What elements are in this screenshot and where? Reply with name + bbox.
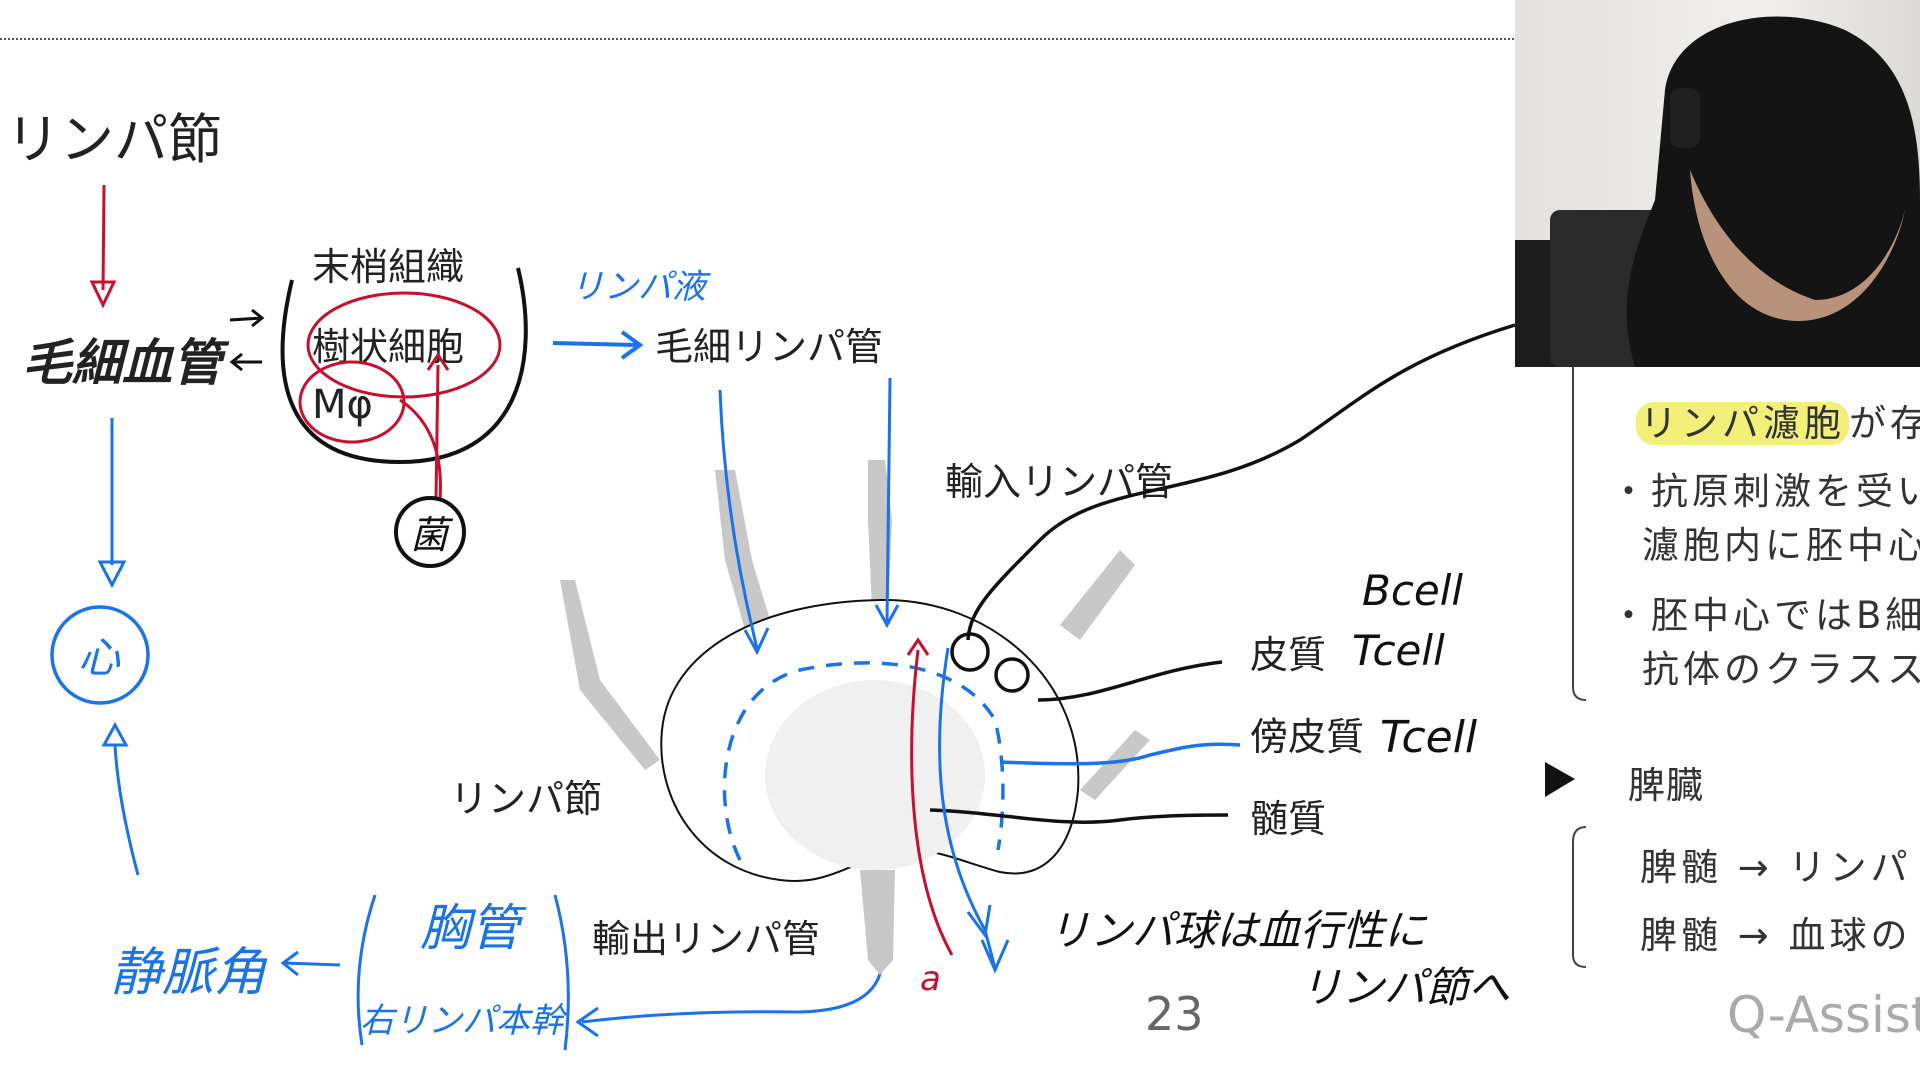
handwritten-bcell: Bcell	[1362, 566, 1463, 615]
bullet1-line2: 濾胞内に胚中心	[1642, 524, 1920, 567]
handwritten-note-line1: リンパ球は血行性に	[1048, 906, 1428, 955]
handwritten-artery-a: a	[920, 959, 941, 999]
webcam-presenter-image	[1515, 16, 1920, 367]
handwritten-bacteria: 菌	[410, 513, 454, 557]
label-efferent: 輸出リンパ管	[592, 917, 820, 961]
triangle-bullet-icon	[1545, 762, 1575, 797]
label-medulla: 髄質	[1250, 797, 1326, 841]
exchange-arrows	[229, 308, 265, 372]
handwritten-right-lymph-trunk: 右リンパ本幹	[360, 1001, 568, 1041]
blue-arrow-up	[101, 721, 140, 876]
bacteria-phagocytosis-arrow	[399, 352, 450, 501]
label-paracortex: 傍皮質	[1250, 715, 1364, 759]
handwritten-note-line2: リンパ節へ	[1300, 963, 1510, 1012]
slide-title: リンパ節	[6, 108, 222, 171]
bracket-ducts	[356, 894, 570, 1051]
webcam-overlay	[1515, 0, 1920, 367]
handwritten-lymph-fluid: リンパ液	[570, 267, 711, 307]
panel-brackets	[1545, 367, 1587, 968]
spleen-line1: 脾髄 → リンパ	[1640, 846, 1912, 889]
follicle-circle-1	[950, 632, 990, 672]
pointer-line-to-follicle	[966, 323, 1516, 641]
medulla-region	[765, 680, 985, 870]
highlight-follicle: リンパ濾胞	[1636, 402, 1849, 445]
label-macrophage: Mφ	[312, 382, 373, 428]
page-number: 23	[1145, 987, 1204, 1041]
lymphocyte-blue-arrow	[938, 647, 1010, 974]
red-arrow-down	[89, 184, 117, 309]
bullet2-line1: ・胚中心ではB細	[1610, 594, 1920, 637]
heart-circle	[50, 605, 150, 705]
label-peripheral-tissue: 末梢組織	[312, 245, 464, 289]
afferent-vessels-gray	[560, 460, 1150, 975]
label-afferent: 輸入リンパ管	[945, 460, 1173, 504]
blue-arrow-down	[97, 418, 127, 589]
afferent-flow-arrows	[718, 377, 900, 656]
arrow-left-to-venous	[280, 950, 341, 977]
handwritten-thoracic-duct: 胸管	[420, 899, 527, 957]
paracortex-pointer	[999, 742, 1241, 766]
section-spleen: 脾臓	[1628, 764, 1704, 807]
tissue-bracket	[280, 267, 528, 465]
bullet2-line2: 抗体のクラスス	[1642, 648, 1920, 691]
handwritten-blood-capillary: 毛細血管	[22, 334, 230, 392]
handwritten-heart: 心	[78, 633, 121, 682]
watermark: Q-Assist	[1727, 986, 1920, 1044]
follicle-circle-2	[994, 657, 1030, 693]
label-lymph-capillary: 毛細リンパ管	[655, 325, 883, 369]
label-node: リンパ節	[450, 777, 602, 821]
spleen-line2: 脾髄 → 血球の	[1640, 914, 1912, 957]
handwritten-tcell-paracortex: Tcell	[1380, 712, 1478, 763]
paracortex-boundary	[722, 661, 1005, 861]
line1-rest: が存	[1849, 402, 1920, 445]
label-cortex: 皮質	[1250, 633, 1326, 677]
label-dendritic-cell: 樹状細胞	[312, 325, 464, 369]
efferent-flow-arrow	[575, 949, 884, 1038]
right-notes-panel: リンパ濾胞が存 ・抗原刺激を受い 濾胞内に胚中心 ・胚中心ではB細 抗体のクラス…	[1540, 367, 1920, 1080]
handwritten-venous-angle: 静脈角	[110, 943, 268, 1003]
bacteria-circle	[394, 496, 466, 568]
cortex-pointer	[1037, 660, 1223, 702]
artery-red-arrow	[906, 637, 954, 956]
bullet1-line1: ・抗原刺激を受い	[1610, 470, 1920, 513]
handwritten-tcell-cortex: Tcell	[1352, 626, 1445, 675]
arrow-to-lymph-capillary	[552, 330, 644, 360]
medulla-pointer	[929, 808, 1229, 824]
